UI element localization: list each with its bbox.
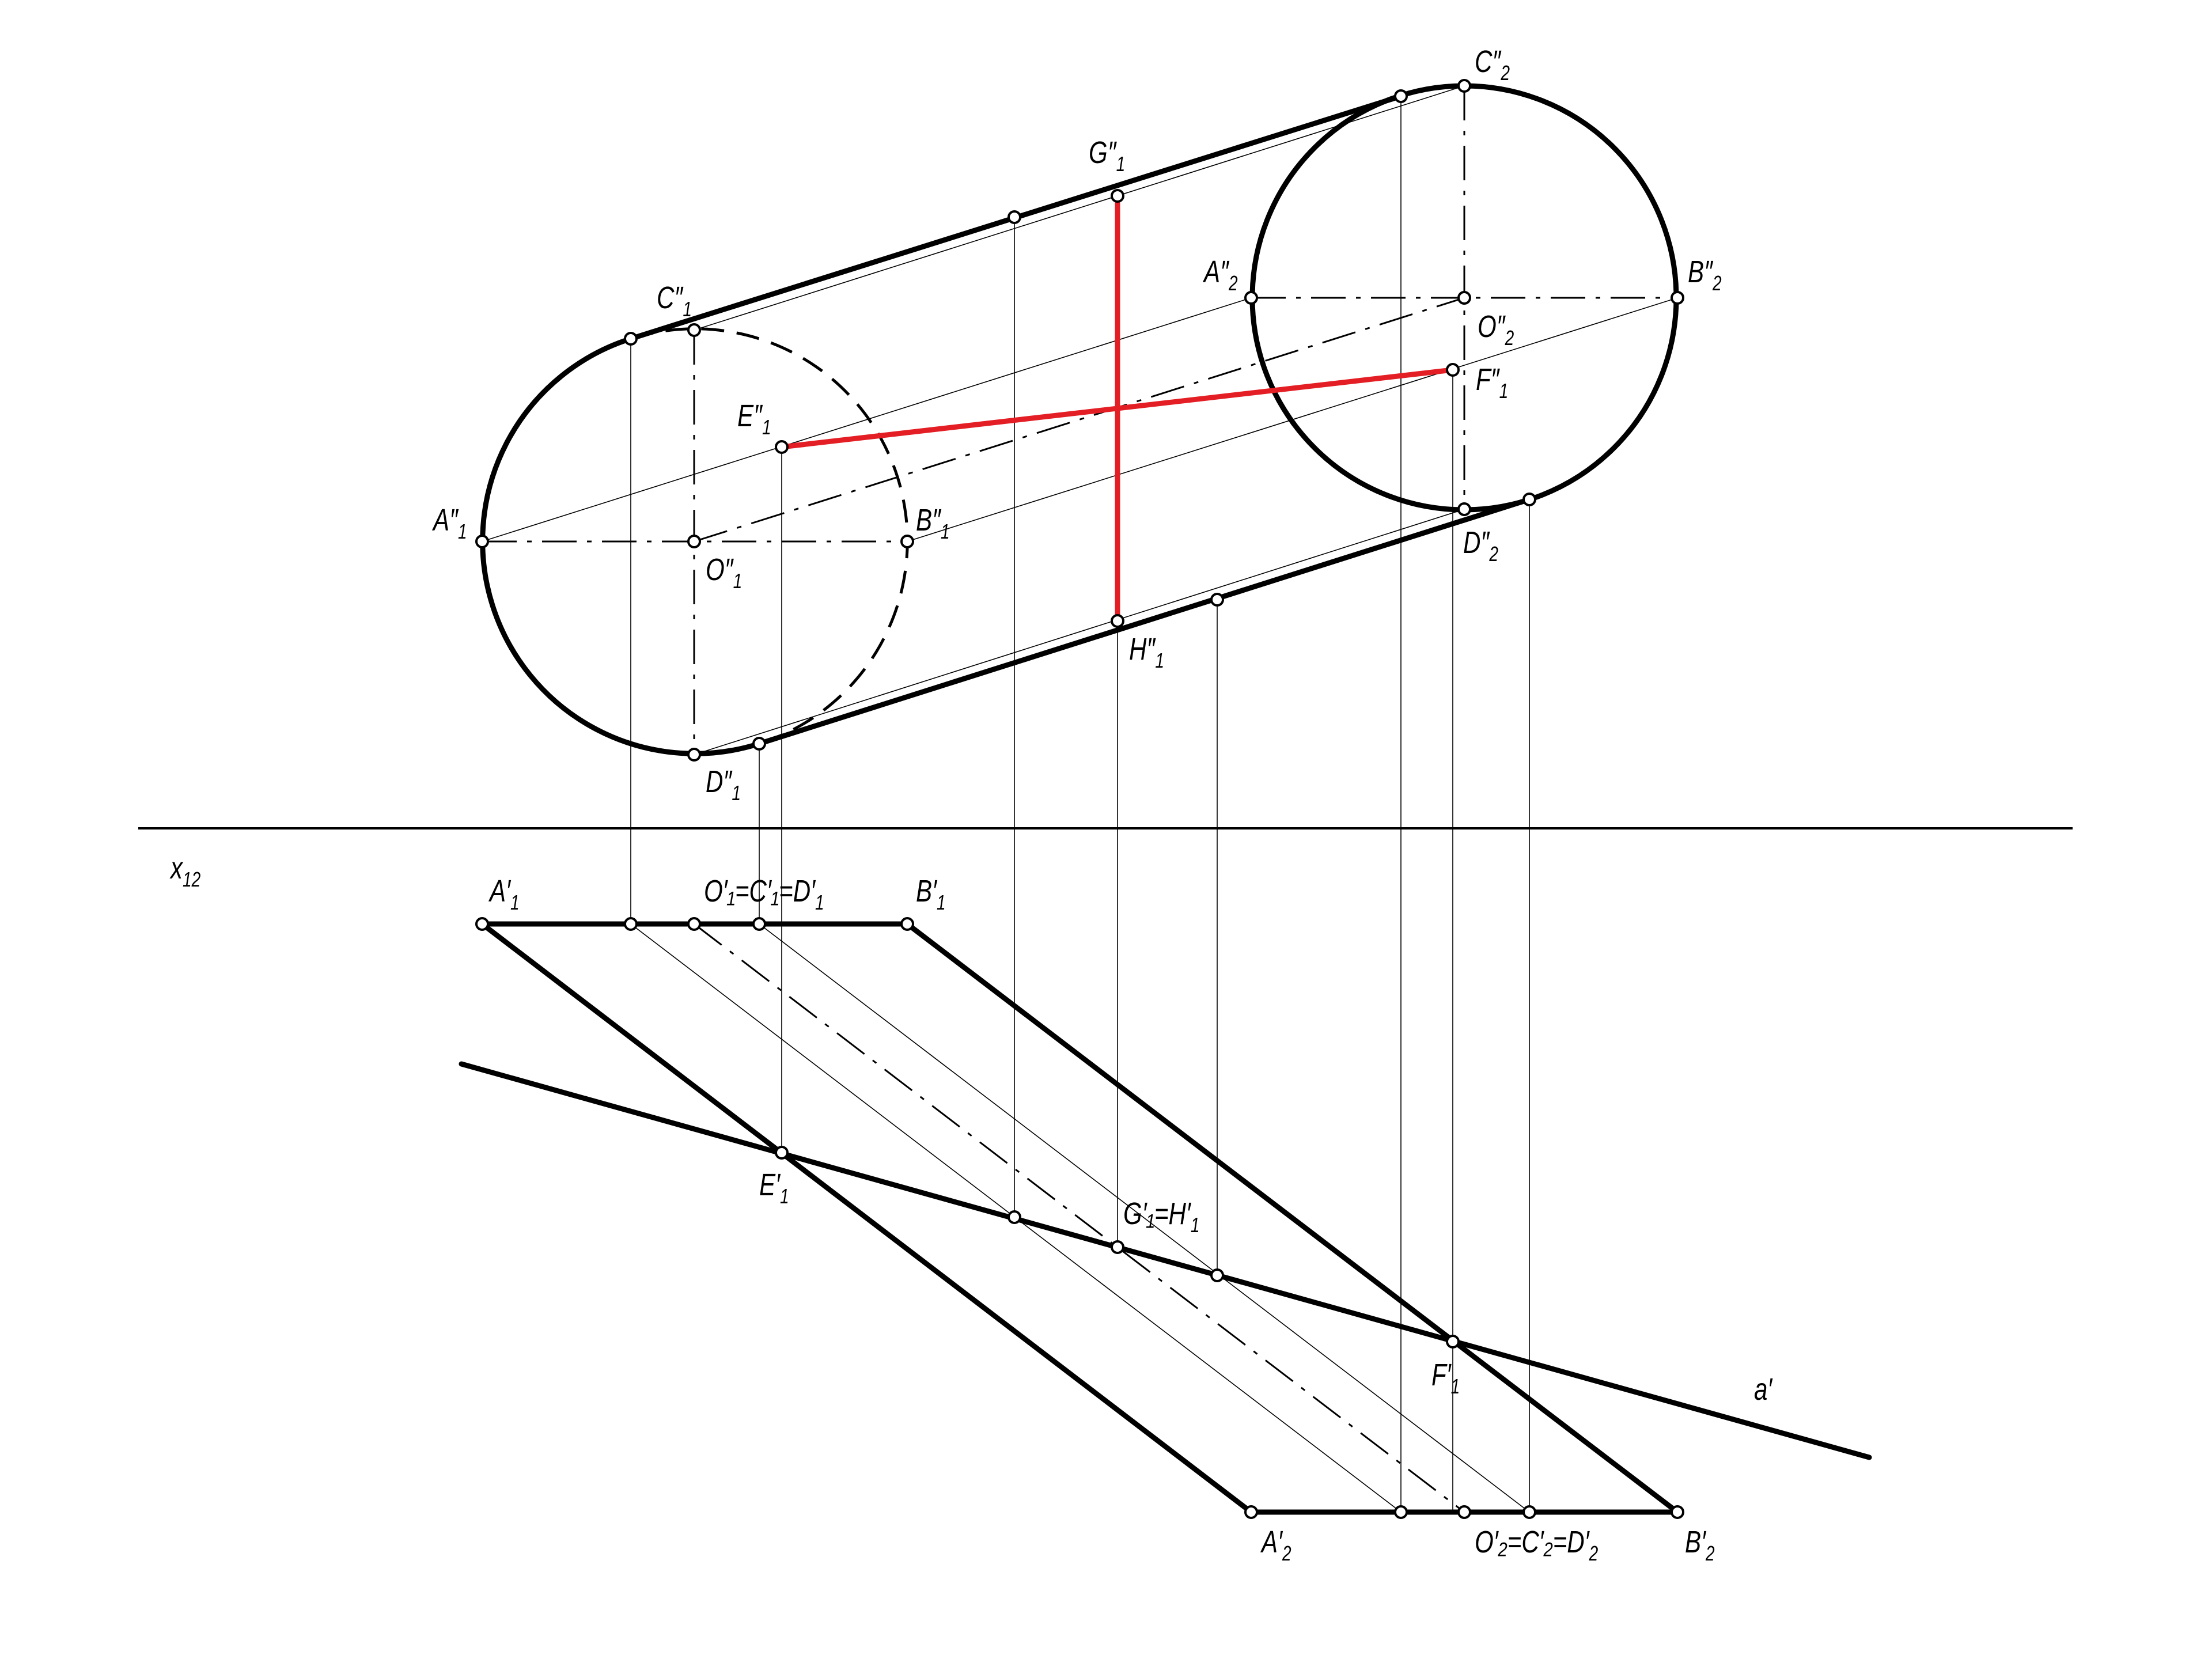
label-line-a: a′ [1754, 1372, 1772, 1407]
label-E1-top: E′1 [759, 1168, 789, 1208]
label-F1-front: F″1 [1476, 362, 1509, 403]
label-D1-front: D″1 [706, 764, 741, 805]
label-O2-C2-D2-top: O′₂=C′₂=D′2 [1475, 1525, 1599, 1565]
label-E1-front: E″1 [737, 399, 771, 439]
cylinder-axis-top [694, 923, 1465, 1513]
label-A1-top: A′1 [490, 874, 520, 914]
label-B1-top: B′1 [916, 874, 946, 914]
label-B1-front: B″1 [916, 503, 950, 543]
label-C1-front: C″1 [657, 281, 692, 321]
label-C2-front: C″2 [1475, 44, 1510, 85]
label-B2-top: B′2 [1685, 1525, 1715, 1565]
front-generator-lines [482, 85, 1678, 755]
label-H1-front: H″1 [1129, 632, 1164, 672]
base-circle-1-hidden [630, 327, 909, 745]
cylinder-axis-front [694, 297, 1465, 543]
line-a-top [459, 1061, 1872, 1460]
contour-bottom [758, 497, 1531, 747]
label-G1-H1-top: G′₁=H′1 [1123, 1196, 1200, 1237]
label-A1-front: A″1 [433, 503, 467, 543]
construction-points [475, 79, 1684, 1519]
base-circle-1-visible [480, 336, 760, 756]
label-G1-front: G″1 [1089, 135, 1126, 176]
label-O1-front: O″1 [706, 552, 743, 593]
label-B2-front: B″2 [1688, 255, 1722, 295]
label-F1-top: F′1 [1431, 1358, 1460, 1398]
label-O2-front: O″2 [1478, 309, 1514, 350]
label-A2-top: A′2 [1262, 1525, 1291, 1565]
label-A2-front: A″2 [1204, 255, 1238, 295]
label-D2-front: D″2 [1463, 525, 1498, 566]
axis-label: x12 [171, 851, 201, 891]
projection-link-lines [630, 96, 1530, 1512]
label-O1-C1-D1-top: O′₁=C′₁=D′1 [704, 874, 824, 914]
